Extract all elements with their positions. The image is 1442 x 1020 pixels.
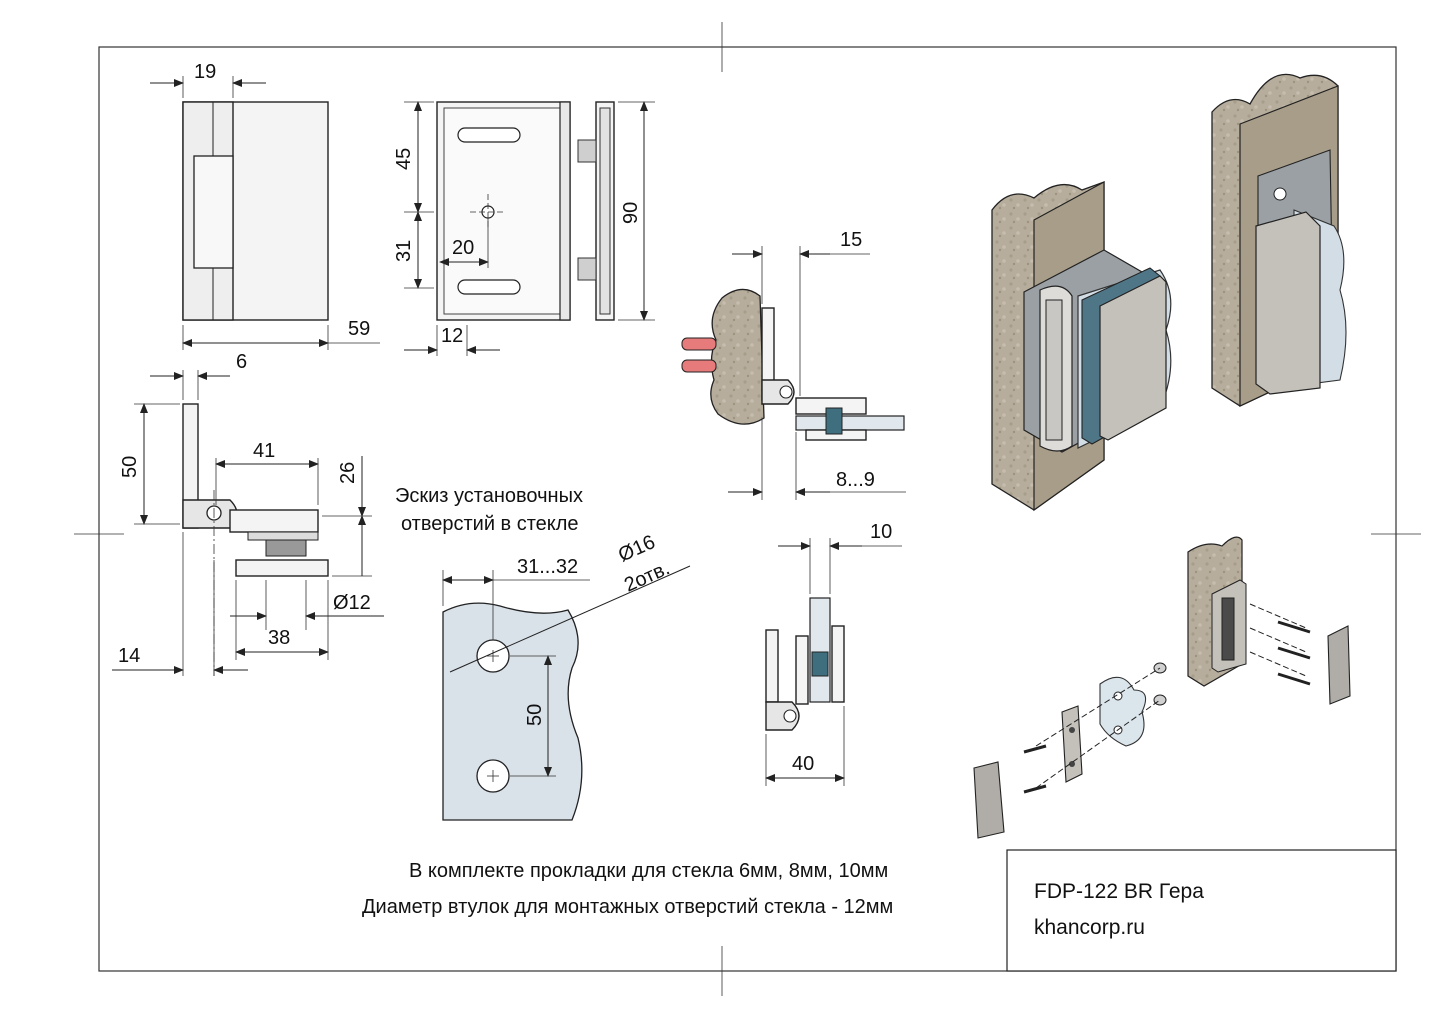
exploded-view [973,536,1351,839]
glass-hole-sketch [442,565,691,821]
dim-45: 45 [393,148,415,170]
dim-26: 26 [337,462,359,484]
iso-view-installed [991,180,1172,512]
dim-14: 14 [118,645,140,667]
plan-section [681,246,906,500]
dim-59: 59 [348,318,370,340]
end-view [765,538,902,786]
dim-dia12: Ø12 [333,592,371,614]
iso-view-back [1211,73,1347,407]
dim-10: 10 [870,521,892,543]
dim-50-holes: 50 [524,704,546,726]
note-line-2: Диаметр втулок для монтажных отверстий с… [362,896,894,918]
dim-12: 12 [441,325,463,347]
sketch-caption-line2: отверстий в стекле [401,513,579,535]
dim-38: 38 [268,627,290,649]
note-line-1: В комплекте прокладки для стекла 6мм, 8м… [409,860,889,882]
dim-19: 19 [194,61,216,83]
dim-41: 41 [253,440,275,462]
website: khancorp.ru [1034,916,1145,939]
dim-31: 31 [393,240,415,262]
sheet-border [98,46,1397,972]
dim-8-9: 8...9 [836,469,875,491]
dim-40: 40 [792,753,814,775]
front-view [150,76,380,350]
dim-6: 6 [236,351,247,373]
title-block [1006,849,1397,972]
dim-20: 20 [452,237,474,259]
dim-15: 15 [840,229,862,251]
dim-dia16: Ø16 [615,531,658,566]
product-name: FDP-122 BR Гера [1034,880,1204,903]
back-view [404,101,655,356]
dim-90: 90 [620,202,642,224]
sketch-caption-line1: Эскиз установочных [395,485,583,507]
dim-31-32: 31...32 [517,556,578,578]
side-view [112,370,384,676]
dim-50-side: 50 [119,456,141,478]
